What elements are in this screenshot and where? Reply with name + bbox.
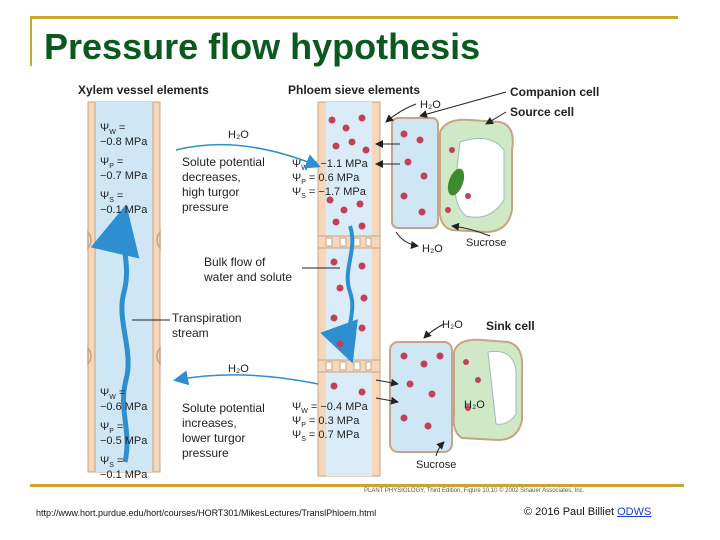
- svg-text:lower turgor: lower turgor: [182, 431, 245, 445]
- source-cell: [438, 118, 514, 234]
- h2o-label-top: H₂O: [420, 99, 441, 111]
- bottom-rule: [30, 484, 684, 487]
- left-rule: [30, 16, 32, 66]
- slide-title: Pressure flow hypothesis: [44, 26, 481, 67]
- svg-text:Transpiration: Transpiration: [172, 311, 242, 325]
- svg-text:ΨP =: ΨP =: [100, 156, 123, 170]
- phloem-sucrose-dots: [326, 114, 370, 396]
- xylem-bottom-values: ΨW = −0.6 MPa ΨP = −0.5 MPa ΨS = −0.1 MP…: [100, 387, 148, 481]
- svg-text:ΨP = 0.3 MPa: ΨP = 0.3 MPa: [292, 415, 360, 429]
- svg-text:−0.8 MPa: −0.8 MPa: [100, 136, 148, 148]
- phloem-top-values: ΨW = −1.1 MPa ΨP = 0.6 MPa ΨS = −1.7 MPa: [292, 158, 369, 200]
- svg-text:increases,: increases,: [182, 416, 237, 430]
- svg-text:high turgor: high turgor: [182, 185, 239, 199]
- companion-cell-label: Companion cell: [510, 85, 599, 99]
- h2o-label-source-bottom: H₂O: [422, 243, 443, 255]
- svg-text:pressure: pressure: [182, 446, 229, 460]
- source-annotation: Solute potential decreases, high turgor …: [182, 155, 265, 214]
- source-cell-label: Source cell: [510, 105, 574, 119]
- svg-text:−0.1 MPa: −0.1 MPa: [100, 204, 148, 216]
- sucrose-label-top: Sucrose: [466, 237, 506, 249]
- h2o-label-sink-top: H₂O: [442, 319, 463, 331]
- h2o-label-sink: H₂O: [464, 399, 485, 411]
- svg-text:ΨS = −1.7 MPa: ΨS = −1.7 MPa: [292, 186, 367, 200]
- companion-cell-bottom: [389, 341, 453, 453]
- svg-text:−0.6 MPa: −0.6 MPa: [100, 401, 148, 413]
- xylem-top-values: ΨW = −0.8 MPa ΨP = −0.7 MPa ΨS = −0.1 MP…: [100, 122, 148, 216]
- svg-text:ΨP =: ΨP =: [100, 421, 123, 435]
- h2o-label-xylem-top: H₂O: [228, 129, 249, 141]
- svg-text:water and solute: water and solute: [203, 270, 292, 284]
- transpiration-annotation: Transpiration stream: [172, 311, 242, 340]
- svg-text:ΨP = 0.6 MPa: ΨP = 0.6 MPa: [292, 172, 360, 186]
- h2o-label-xylem-bottom: H₂O: [228, 363, 249, 375]
- figure-credit: PLANT PHYSIOLOGY, Third Edition, Figure …: [364, 488, 585, 494]
- companion-cell-top: [391, 117, 439, 229]
- svg-text:stream: stream: [172, 326, 209, 340]
- transpiration-flow: [90, 204, 140, 463]
- svg-text:ΨW =: ΨW =: [100, 122, 125, 136]
- svg-text:Solute potential: Solute potential: [182, 401, 265, 415]
- svg-text:−0.7 MPa: −0.7 MPa: [100, 170, 148, 182]
- svg-text:Bulk flow of: Bulk flow of: [204, 255, 266, 269]
- sink-cell: [452, 338, 524, 442]
- xylem-header: Xylem vessel elements: [78, 83, 209, 97]
- bulk-flow: [320, 225, 358, 364]
- top-rule: [30, 16, 678, 19]
- svg-text:−0.1 MPa: −0.1 MPa: [100, 469, 148, 481]
- odws-link[interactable]: ODWS: [617, 506, 652, 518]
- pressure-flow-diagram: Xylem vessel elements Phloem sieve eleme…: [78, 83, 599, 481]
- svg-text:ΨS =: ΨS =: [100, 190, 123, 204]
- svg-text:−0.5 MPa: −0.5 MPa: [100, 435, 148, 447]
- svg-text:ΨS = 0.7 MPa: ΨS = 0.7 MPa: [292, 429, 360, 443]
- sink-cell-label: Sink cell: [486, 319, 535, 333]
- svg-text:decreases,: decreases,: [182, 170, 241, 184]
- sucrose-label-bottom: Sucrose: [416, 459, 456, 471]
- source-url: http://www.hort.purdue.edu/hort/courses/…: [36, 508, 377, 518]
- copyright-text: © 2016 Paul Billiet: [524, 506, 615, 518]
- bulk-flow-annotation: Bulk flow of water and solute: [203, 255, 292, 284]
- phloem-bottom-values: ΨW = −0.4 MPa ΨP = 0.3 MPa ΨS = 0.7 MPa: [292, 401, 369, 443]
- svg-text:Solute potential: Solute potential: [182, 155, 265, 169]
- copyright-notice: © 2016 Paul Billiet ODWS: [524, 506, 651, 518]
- svg-text:ΨW = −0.4 MPa: ΨW = −0.4 MPa: [292, 401, 369, 415]
- sink-annotation: Solute potential increases, lower turgor…: [182, 401, 265, 460]
- phloem-header: Phloem sieve elements: [288, 83, 420, 97]
- svg-text:pressure: pressure: [182, 200, 229, 214]
- svg-text:ΨS =: ΨS =: [100, 455, 123, 469]
- svg-text:ΨW =: ΨW =: [100, 387, 125, 401]
